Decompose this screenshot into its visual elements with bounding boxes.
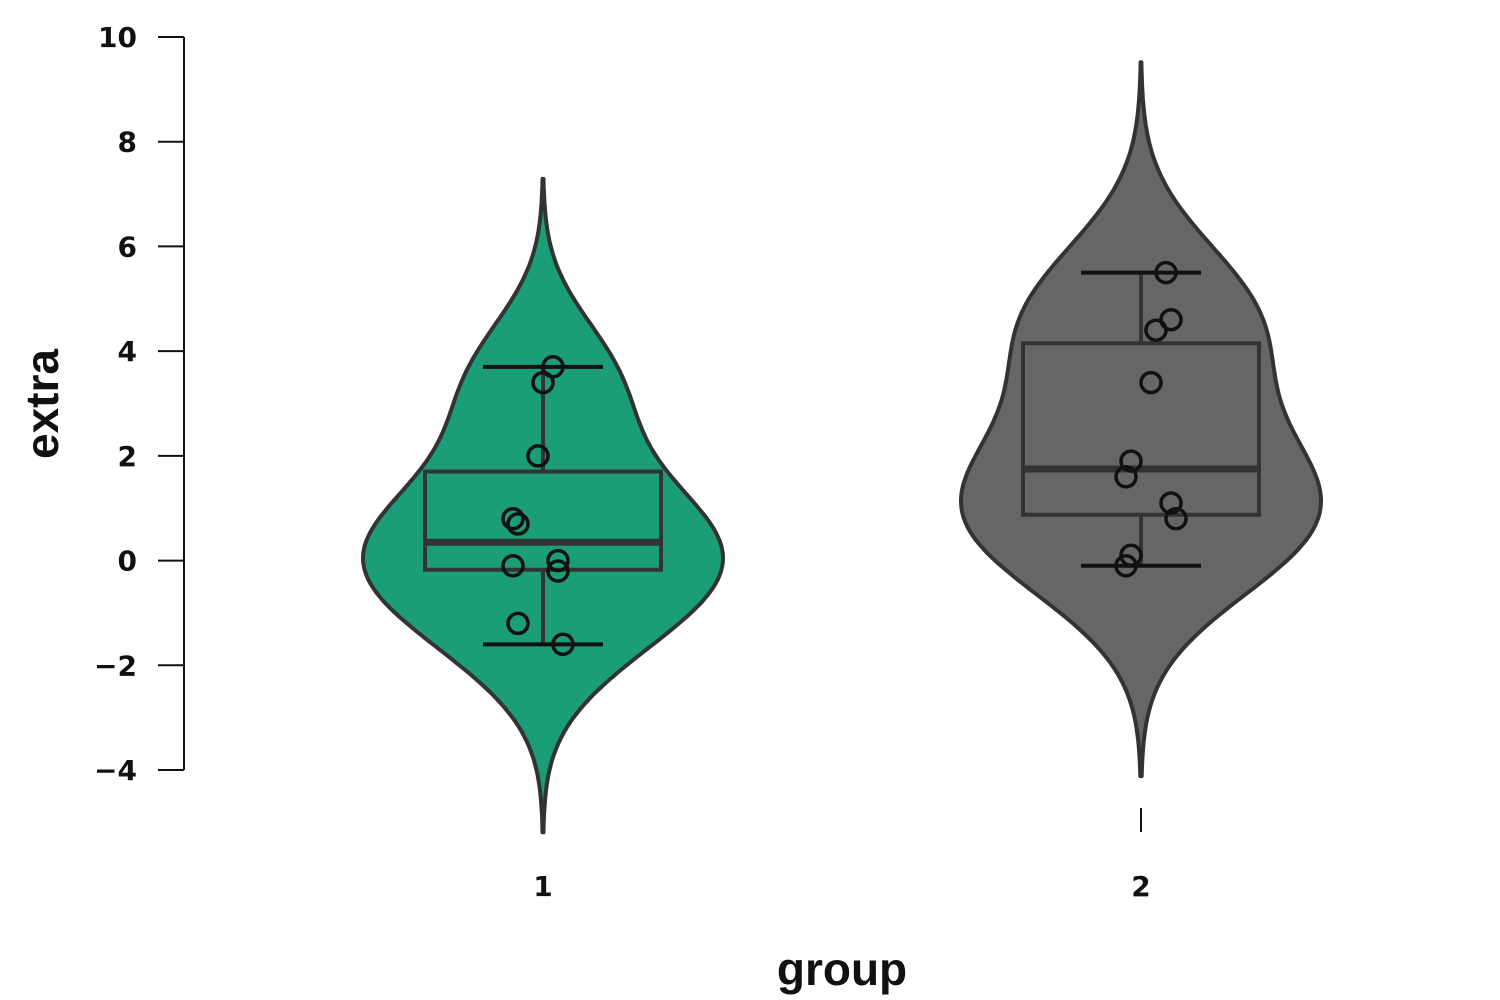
- data-point: [551, 632, 575, 657]
- data-point: [1114, 554, 1138, 578]
- violin-2: [959, 60, 1323, 779]
- box-1: [423, 469, 663, 572]
- x-tick-label: 2: [1131, 870, 1150, 903]
- y-tick-label: 2: [118, 440, 137, 473]
- data-point: [1114, 465, 1138, 489]
- plot-area: [361, 60, 1323, 835]
- y-tick-label: −4: [94, 754, 137, 787]
- data-point: [526, 444, 550, 468]
- y-tick-label: 4: [118, 335, 137, 368]
- x-axis-title: group: [777, 943, 907, 995]
- data-point: [501, 506, 525, 531]
- data-point: [546, 559, 570, 583]
- data-point: [541, 355, 565, 379]
- box-2: [1021, 341, 1261, 517]
- y-tick-label: −2: [94, 649, 137, 682]
- data-point: [506, 611, 530, 636]
- y-axis-title: extra: [16, 349, 68, 459]
- data-point: [1159, 491, 1183, 515]
- data-point: [1154, 260, 1178, 285]
- data-point: [1164, 506, 1188, 531]
- data-point: [1119, 449, 1143, 473]
- data-point: [1139, 370, 1163, 395]
- data-point: [501, 554, 525, 578]
- data-point: [506, 512, 530, 536]
- y-tick-label: 6: [118, 230, 137, 263]
- violin-1: [361, 176, 725, 835]
- y-tick-label: 10: [98, 21, 137, 54]
- data-point: [1159, 307, 1183, 332]
- x-tick-label: 1: [533, 870, 552, 903]
- y-tick-label: 8: [118, 126, 137, 159]
- y-axis: −4 −2 0 2 4 6 8 10: [94, 21, 185, 787]
- y-tick-label: 0: [118, 545, 137, 578]
- data-point: [546, 548, 570, 573]
